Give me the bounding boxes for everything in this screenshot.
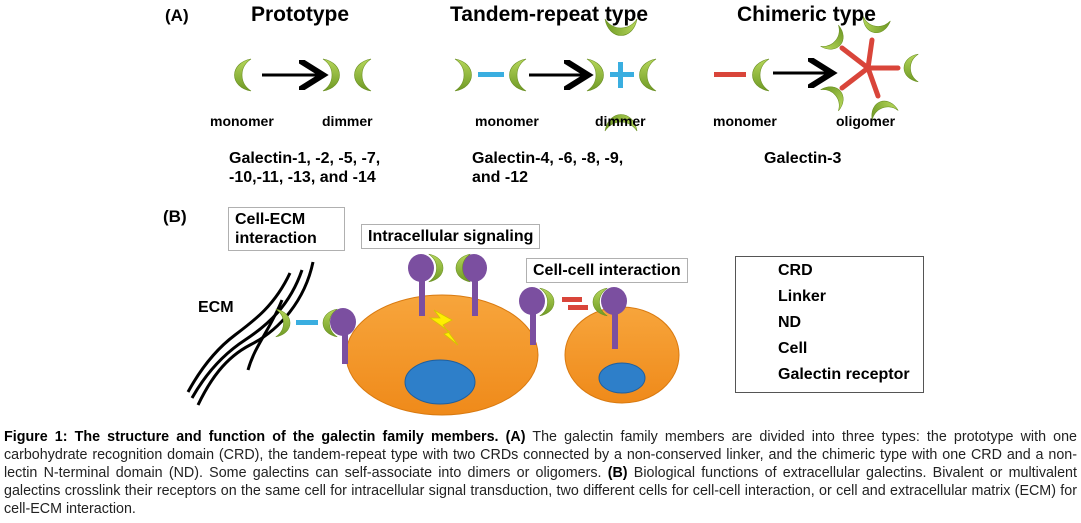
- cell-ecm-line1: Cell-ECM: [235, 211, 306, 228]
- prototype-members: Galectin-1, -2, -5, -7, -10,-11, -13, an…: [229, 149, 380, 187]
- caption-b-text: Biological functions of extracellular ga…: [4, 465, 1077, 517]
- tandem-members-line1: Galectin-4, -6, -8, -9,: [472, 150, 624, 167]
- prototype-members-line2: -10,-11, -13, and -14: [229, 169, 376, 186]
- cell-ecm-line2: interaction: [235, 230, 317, 247]
- tandem-monomer: [454, 58, 527, 92]
- legend-linker-label: Linker: [778, 288, 827, 305]
- intracellular-box: Intracellular signaling: [361, 224, 541, 249]
- caption-a-tag: (A): [505, 429, 526, 445]
- ecm-galectin: [275, 308, 338, 338]
- ecm-fibers: [186, 261, 315, 406]
- cell-ecm-box: Cell-ECM interaction: [228, 207, 345, 251]
- tandem-members-line2: and -12: [472, 169, 529, 186]
- caption-lead: Figure 1: The structure and function of …: [4, 429, 499, 445]
- caption-b-tag: (B): [607, 465, 628, 481]
- tandem-stage-to: dimmer: [595, 113, 646, 129]
- prototype-dimer: [322, 58, 372, 92]
- prototype-monomer: [234, 58, 252, 92]
- chimeric-stage-to: oligomer: [836, 113, 896, 129]
- legend-receptor-label: Galectin receptor: [778, 366, 910, 383]
- main-nucleus: [404, 359, 476, 405]
- receptor: [330, 308, 356, 364]
- legend: CRD Linker ND Cell Galectin receptor: [735, 256, 924, 393]
- figure-caption: Figure 1: The structure and function of …: [4, 428, 1077, 518]
- second-nucleus: [598, 362, 646, 394]
- prototype-stage-to: dimmer: [322, 113, 373, 129]
- chimeric-monomer: [714, 58, 770, 92]
- ecm-label: ECM: [198, 299, 234, 316]
- chimeric-title: Chimeric type: [737, 3, 876, 26]
- panel-a-label: (A): [165, 6, 189, 25]
- legend-cell-label: Cell: [778, 340, 808, 357]
- tandem-title: Tandem-repeat type: [450, 3, 648, 26]
- tandem-members: Galectin-4, -6, -8, -9, and -12: [472, 149, 623, 187]
- prototype-members-line1: Galectin-1, -2, -5, -7,: [229, 150, 381, 167]
- receptor: [408, 254, 434, 316]
- chimeric-members: Galectin-3: [764, 149, 841, 168]
- chimeric-stage-from: monomer: [713, 113, 777, 129]
- prototype-title: Prototype: [251, 3, 350, 26]
- chimeric-oligomer: [820, 15, 919, 121]
- legend-nd-label: ND: [778, 314, 802, 331]
- panel-b-label: (B): [163, 207, 187, 226]
- receptor: [519, 287, 545, 345]
- chimeric-members-line1: Galectin-3: [764, 150, 842, 167]
- prototype-stage-from: monomer: [210, 113, 274, 129]
- cell-cell-box: Cell-cell interaction: [526, 258, 688, 283]
- tandem-dimer: [586, 18, 657, 132]
- receptor: [601, 287, 627, 349]
- signal-bolt-icon: [428, 309, 459, 346]
- caption-a-text: The galectin family members are divided …: [4, 429, 1077, 481]
- receptor: [461, 254, 487, 316]
- legend-crd-label: CRD: [778, 262, 813, 279]
- tandem-stage-from: monomer: [475, 113, 539, 129]
- cell-cell-galectin: [539, 287, 608, 317]
